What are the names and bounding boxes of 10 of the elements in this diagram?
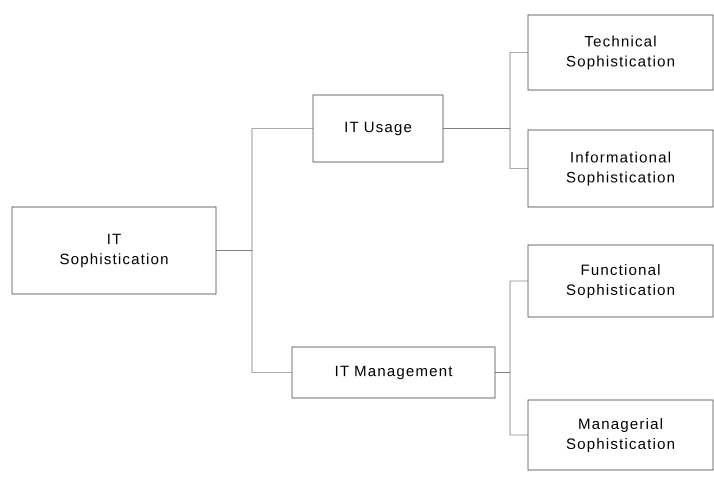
connector-line	[443, 128, 528, 169]
box: Technical Sophistication	[528, 14, 714, 90]
box: Informational Sophistication	[528, 130, 714, 208]
box: IT Sophistication	[12, 206, 216, 294]
box: Managerial Sophistication	[528, 400, 714, 470]
box: IT Management	[292, 346, 496, 398]
connector-line	[495, 372, 528, 436]
box: Functional Sophistication	[528, 244, 714, 318]
connector-line	[216, 250, 292, 373]
box: IT Usage	[312, 94, 444, 162]
